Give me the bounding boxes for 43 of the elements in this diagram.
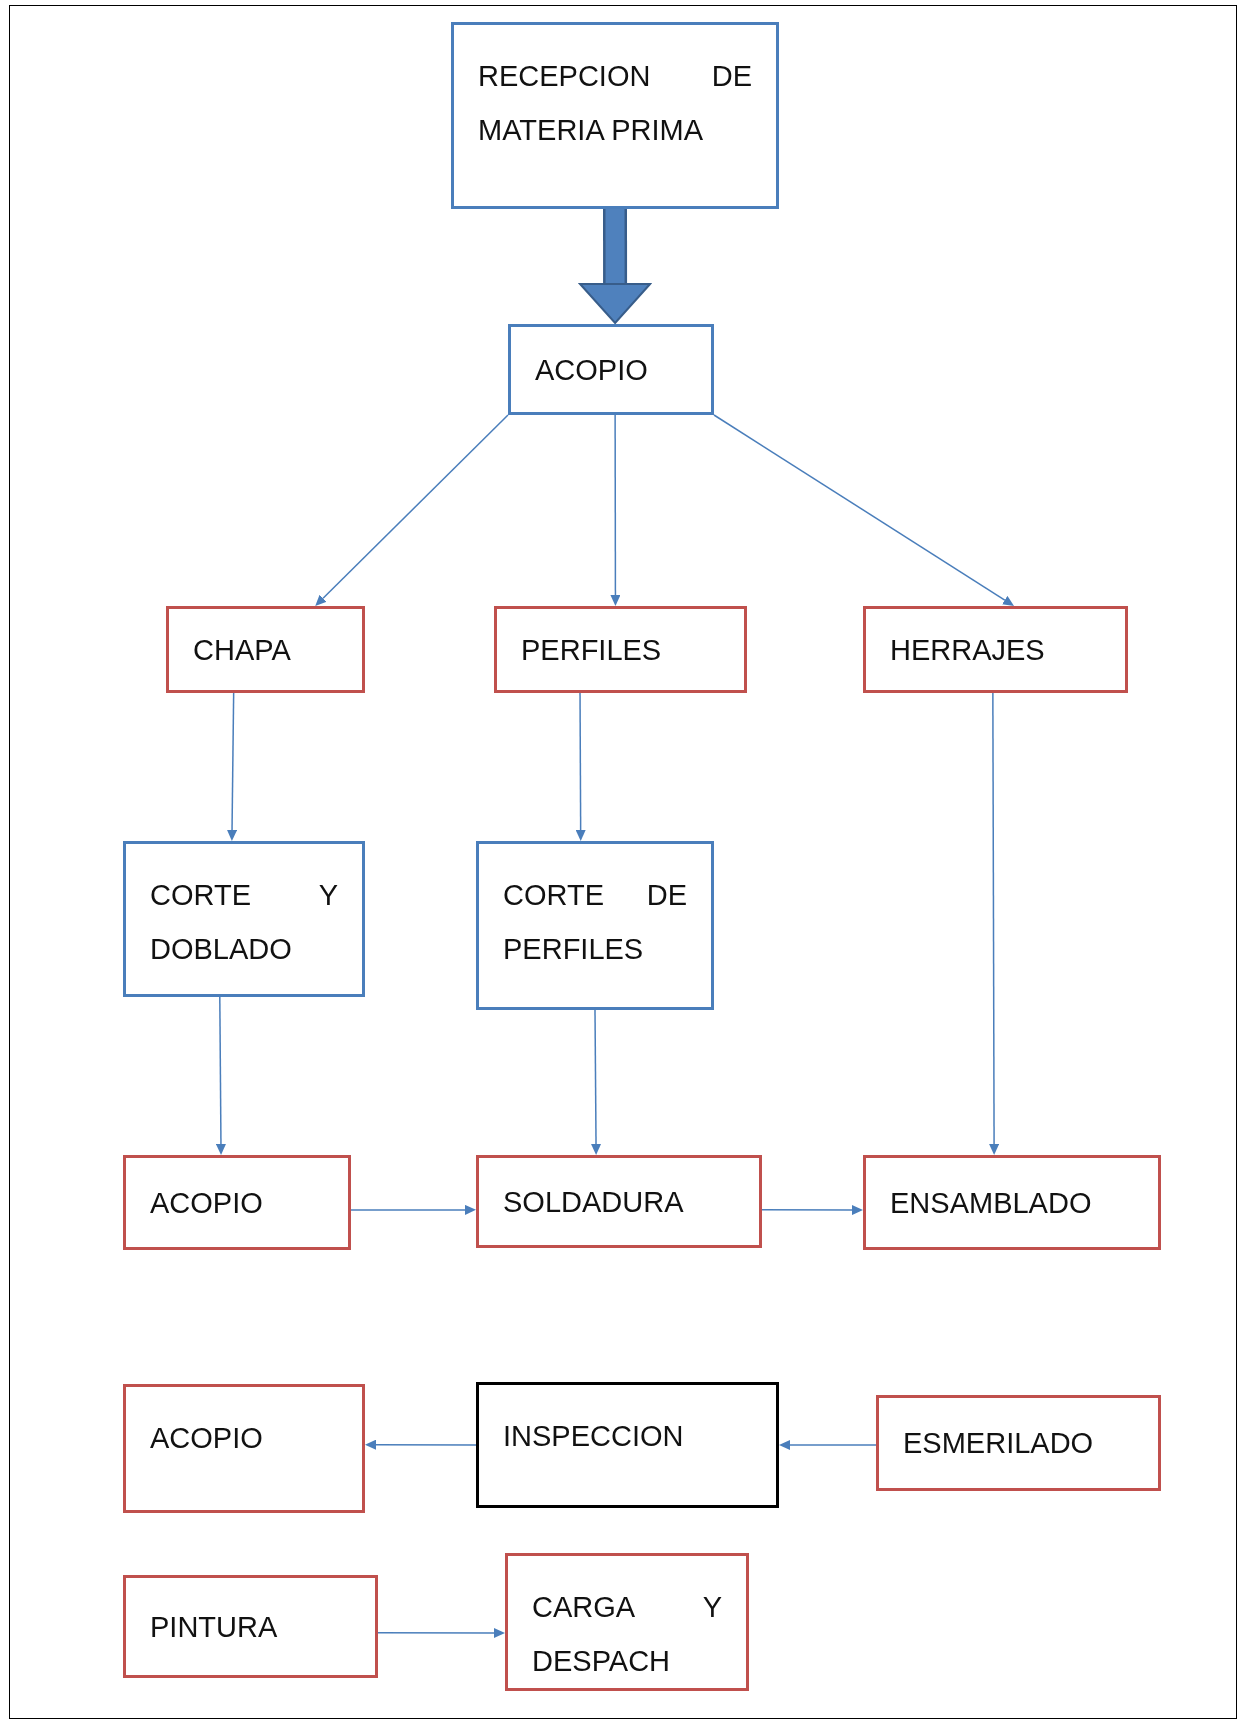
process-box [166, 606, 365, 693]
box-label: ESMERILADO [903, 1426, 1095, 1461]
process-box [123, 841, 365, 997]
arrow [713, 414, 1015, 606]
arrow [350, 1204, 476, 1215]
box-label: ENSAMBLADO [890, 1185, 1093, 1221]
arrow [610, 414, 621, 606]
arrow [215, 996, 226, 1155]
process-box [123, 1575, 378, 1678]
box-label: ACOPIO [150, 1185, 264, 1221]
box-label: SOLDADURA [503, 1184, 685, 1220]
box-label: INSPECCION [503, 1419, 685, 1454]
arrow [989, 692, 1000, 1155]
process-box [876, 1395, 1161, 1491]
box-label: CORTE Y DOBLADO [150, 878, 338, 967]
arrow [227, 692, 238, 841]
box-label: CARGA Y DESPACH [532, 1590, 722, 1679]
process-box [123, 1384, 365, 1513]
process-box [123, 1155, 351, 1250]
process-box [451, 22, 779, 209]
arrow [575, 692, 586, 841]
arrow [761, 1205, 863, 1216]
box-label: CHAPA [193, 632, 292, 668]
process-box [508, 324, 714, 415]
arrow [377, 1628, 505, 1638]
arrow [779, 1440, 877, 1450]
process-box [505, 1553, 749, 1691]
box-label: ACOPIO [150, 1421, 264, 1456]
box-label: RECEPCION DE MATERIA PRIMA [478, 59, 752, 148]
box-label: CORTE DE PERFILES [503, 878, 687, 967]
box-label: HERRAJES [890, 632, 1046, 668]
arrow [315, 414, 509, 606]
process-box [476, 1155, 762, 1248]
box-label: PERFILES [521, 632, 663, 668]
box-label: PINTURA [150, 1609, 279, 1645]
arrow [365, 1439, 477, 1450]
process-box [476, 841, 714, 1010]
process-box [494, 606, 747, 693]
process-box [476, 1382, 779, 1508]
arrow [591, 1009, 602, 1155]
process-box [863, 606, 1128, 693]
process-box [863, 1155, 1161, 1250]
box-label: ACOPIO [535, 352, 649, 388]
